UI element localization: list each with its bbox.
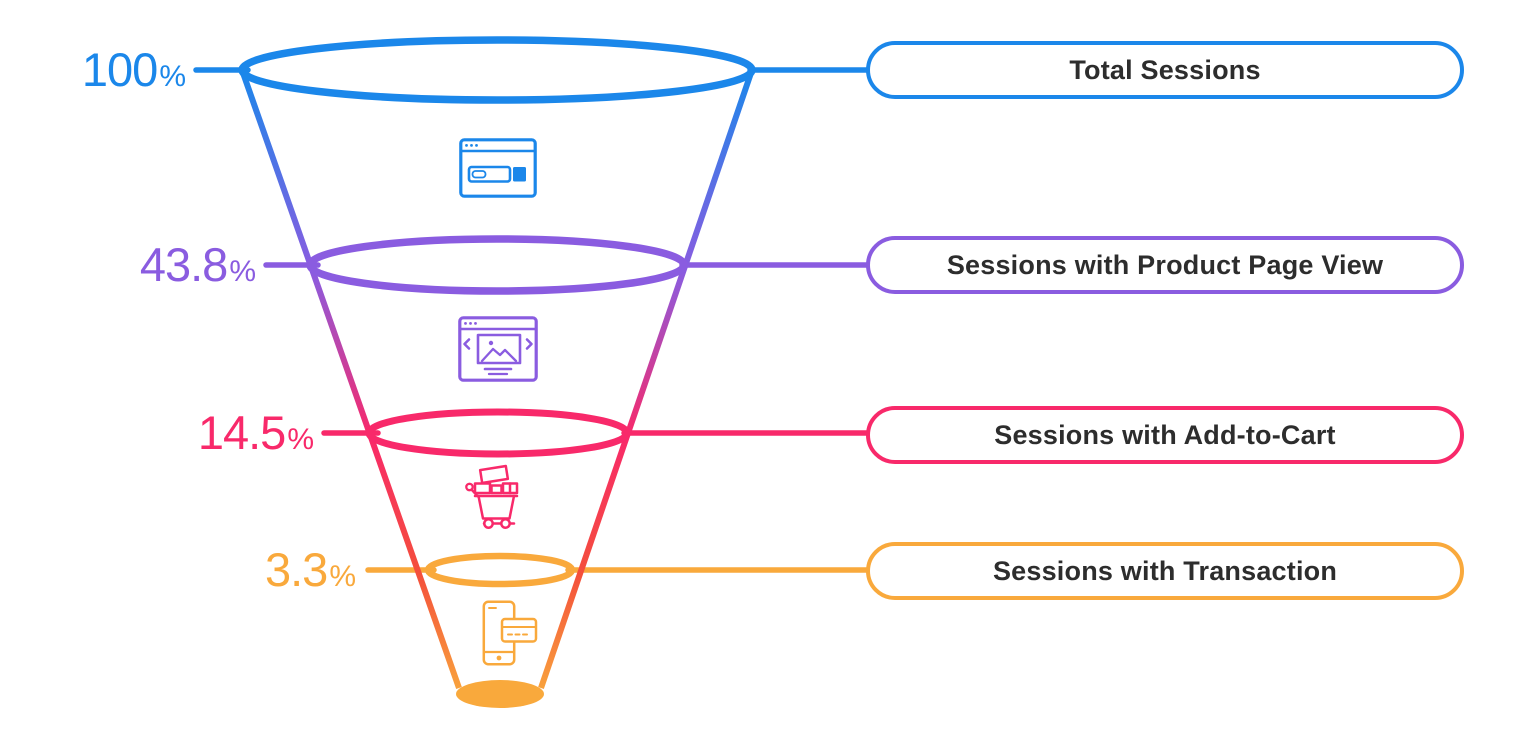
percent-sign: %: [329, 560, 356, 593]
product-page-icon: [458, 316, 538, 382]
funnel-side-right: [538, 69, 755, 689]
stage-percent-add-to-cart: 14.5%: [198, 406, 314, 460]
stage-ellipse-total-sessions: [238, 36, 756, 104]
stage-ellipse-product-page-view: [306, 235, 688, 295]
stage-percent-total-sessions: 100%: [82, 43, 186, 97]
percent-value: 3.3: [264, 543, 328, 596]
stage-percent-product-page-view: 43.8%: [140, 238, 256, 292]
percent-value: 100: [81, 43, 158, 96]
stage-ellipse-transaction: [424, 552, 576, 588]
stage-label: Sessions with Transaction: [992, 555, 1338, 586]
funnel-side-left: [239, 69, 462, 689]
stage-label-pill-product-page-view: Sessions with Product Page View: [866, 236, 1464, 294]
stage-label: Sessions with Product Page View: [946, 249, 1384, 280]
percent-sign: %: [229, 255, 256, 288]
cart-icon: [465, 464, 519, 529]
stage-label-pill-transaction: Sessions with Transaction: [866, 542, 1464, 600]
percent-sign: %: [159, 60, 186, 93]
stage-ellipse-add-to-cart: [365, 408, 631, 458]
stage-label-pill-total-sessions: Total Sessions: [866, 41, 1464, 99]
stage-percent-transaction: 3.3%: [265, 543, 356, 597]
stage-label: Total Sessions: [1069, 54, 1261, 85]
percent-sign: %: [287, 423, 314, 456]
funnel-bottom-cap: [456, 680, 544, 708]
phone-payment-icon: [482, 600, 538, 666]
stage-label: Sessions with Add-to-Cart: [994, 419, 1336, 450]
stage-label-pill-add-to-cart: Sessions with Add-to-Cart: [866, 406, 1464, 464]
funnel-sides: [239, 69, 755, 689]
connector-lines: [193, 67, 873, 573]
browser-search-icon: [459, 138, 537, 198]
percent-value: 14.5: [197, 406, 286, 459]
percent-value: 43.8: [139, 238, 228, 291]
